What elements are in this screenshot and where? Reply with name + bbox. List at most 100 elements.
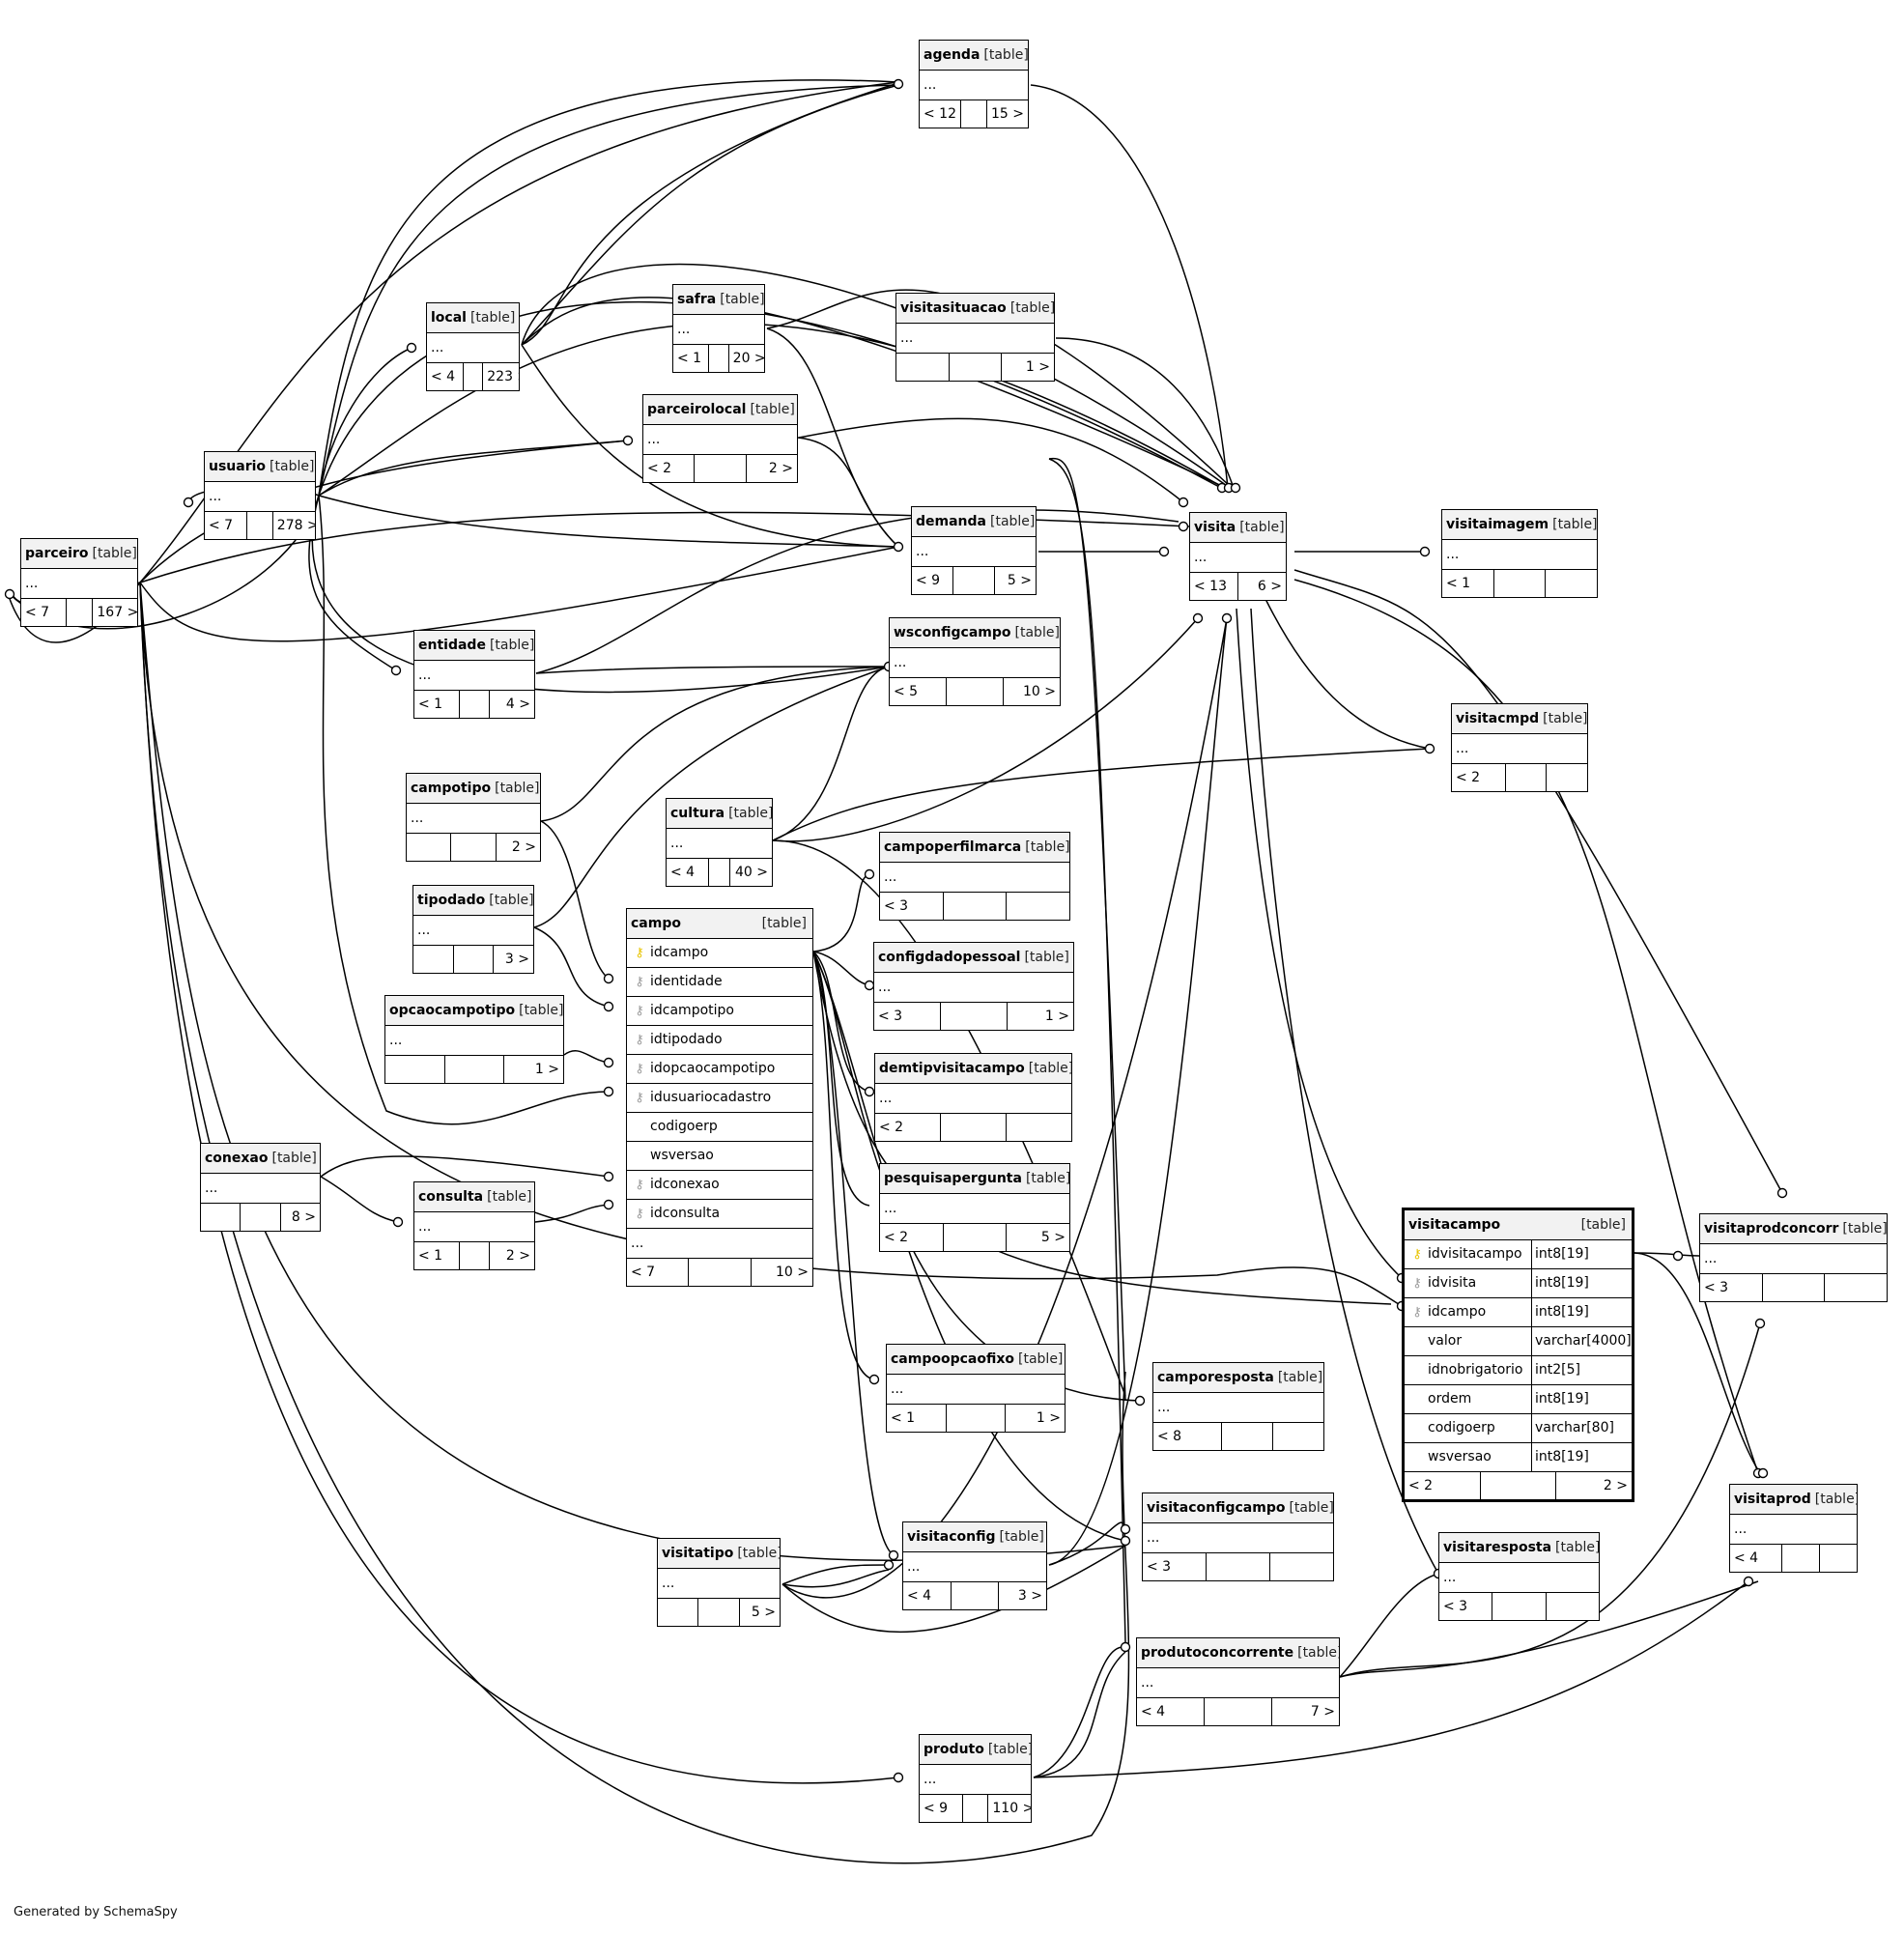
column-row[interactable]: ⚷idtipodado <box>627 1026 812 1055</box>
table-demtipvisitacampo[interactable]: demtipvisitacampo[table] ... < 2 <box>874 1053 1072 1142</box>
column-name: ordem <box>1428 1391 1472 1407</box>
columns-collapsed[interactable]: ... <box>903 1552 1046 1582</box>
table-visitaprodconcorr[interactable]: visitaprodconcorr[table] ... < 3 <box>1699 1213 1888 1302</box>
table-visitaresposta[interactable]: visitaresposta[table] ... < 3 <box>1438 1532 1600 1621</box>
columns-collapsed[interactable]: ... <box>920 1765 1031 1795</box>
table-name: visitaconfigcampo <box>1147 1500 1286 1516</box>
columns-collapsed[interactable]: ... <box>413 916 533 946</box>
table-visitacmpd[interactable]: visitacmpd[table] ... < 2 <box>1451 703 1588 792</box>
columns-collapsed[interactable]: ... <box>205 482 315 512</box>
column-cell: ⚷idcampotipo <box>627 997 812 1025</box>
columns-collapsed[interactable]: ... <box>658 1569 780 1599</box>
relationship-line <box>798 417 1184 503</box>
columns-collapsed[interactable]: ... <box>1730 1515 1857 1545</box>
columns-collapsed[interactable]: ... <box>1153 1393 1323 1423</box>
table-conexao[interactable]: conexao[table] ... 8 > <box>200 1143 321 1232</box>
columns-collapsed[interactable]: ... <box>1439 1563 1599 1593</box>
table-type: [table] <box>1543 711 1587 726</box>
columns-collapsed[interactable]: ... <box>201 1174 320 1204</box>
columns-collapsed[interactable]: ... <box>407 804 540 834</box>
columns-collapsed[interactable]: ... <box>673 315 764 345</box>
table-campoperfilmarca[interactable]: campoperfilmarca[table] ... < 3 <box>879 832 1070 921</box>
table-tipodado[interactable]: tipodado[table] ... 3 > <box>412 885 534 974</box>
columns-collapsed[interactable]: ... <box>427 333 519 363</box>
table-camporesposta[interactable]: camporesposta[table] ... < 8 <box>1152 1362 1324 1451</box>
column-row[interactable]: ⚷wsversao <box>627 1142 812 1171</box>
table-visitaimagem[interactable]: visitaimagem[table] ... < 1 <box>1441 509 1598 598</box>
column-row[interactable]: ⚷identidade <box>627 968 812 997</box>
columns-collapsed[interactable]: ... <box>1137 1668 1339 1698</box>
relationship-counts: 5 > <box>658 1599 780 1626</box>
columns-collapsed[interactable]: ... <box>912 537 1036 567</box>
column-row[interactable]: ⚷idcampo <box>627 939 812 968</box>
table-campo[interactable]: campo[table] ⚷idcampo⚷identidade⚷idcampo… <box>626 908 813 1287</box>
columns-collapsed[interactable]: ... <box>643 425 797 455</box>
column-row[interactable]: ⚷idconsulta <box>627 1200 812 1229</box>
columns-collapsed[interactable]: ... <box>1143 1523 1333 1553</box>
columns-collapsed[interactable]: ... <box>875 1084 1071 1114</box>
column-row[interactable]: ⚷idcampotipo <box>627 997 812 1026</box>
columns-collapsed[interactable]: ... <box>414 661 534 691</box>
table-opcaocampotipo[interactable]: opcaocampotipo[table] ... 1 > <box>384 995 564 1084</box>
columns-collapsed[interactable]: ... <box>887 1375 1065 1405</box>
columns-collapsed[interactable]: ... <box>890 648 1060 678</box>
relationship-line <box>812 873 870 952</box>
table-campotipo[interactable]: campotipo[table] ... 2 > <box>406 773 541 862</box>
table-name: local <box>431 310 467 326</box>
column-row[interactable]: ⚷idconexao <box>627 1171 812 1200</box>
column-row[interactable]: ⚷idusuariocadastro <box>627 1084 812 1113</box>
cardinality-marker <box>864 868 875 880</box>
table-visitatipo[interactable]: visitatipo[table] ... 5 > <box>657 1538 781 1627</box>
column-cell: ⚷valor <box>1405 1327 1531 1355</box>
columns-collapsed[interactable]: ... <box>1442 540 1597 570</box>
columns-collapsed[interactable]: ... <box>21 569 137 599</box>
columns-collapsed[interactable]: ... <box>414 1212 534 1242</box>
columns-collapsed[interactable]: ... <box>667 829 772 859</box>
columns-collapsed[interactable]: ... <box>920 71 1028 100</box>
relationship-line <box>772 748 1431 841</box>
column-row[interactable]: ⚷idopcaocampotipo <box>627 1055 812 1084</box>
column-row[interactable]: ⚷codigoerp <box>627 1113 812 1142</box>
columns-collapsed[interactable]: ... <box>1452 734 1587 764</box>
columns-collapsed[interactable]: ... <box>896 324 1054 354</box>
columns-collapsed[interactable]: ... <box>1700 1244 1887 1274</box>
cardinality-marker <box>1178 497 1189 508</box>
table-visitasituacao[interactable]: visitasituacao[table] ... 1 > <box>895 293 1055 382</box>
columns-collapsed[interactable]: ... <box>1190 543 1286 573</box>
table-visitaprod[interactable]: visitaprod[table] ... < 4 <box>1729 1484 1858 1573</box>
table-visitaconfigcampo[interactable]: visitaconfigcampo[table] ... < 3 <box>1142 1492 1334 1581</box>
columns-collapsed[interactable]: ... <box>874 973 1073 1003</box>
columns-collapsed[interactable]: ... <box>385 1026 563 1056</box>
columns-collapsed[interactable]: ... <box>627 1229 812 1259</box>
columns-collapsed[interactable]: ... <box>880 1194 1069 1224</box>
columns-collapsed[interactable]: ... <box>880 863 1069 893</box>
